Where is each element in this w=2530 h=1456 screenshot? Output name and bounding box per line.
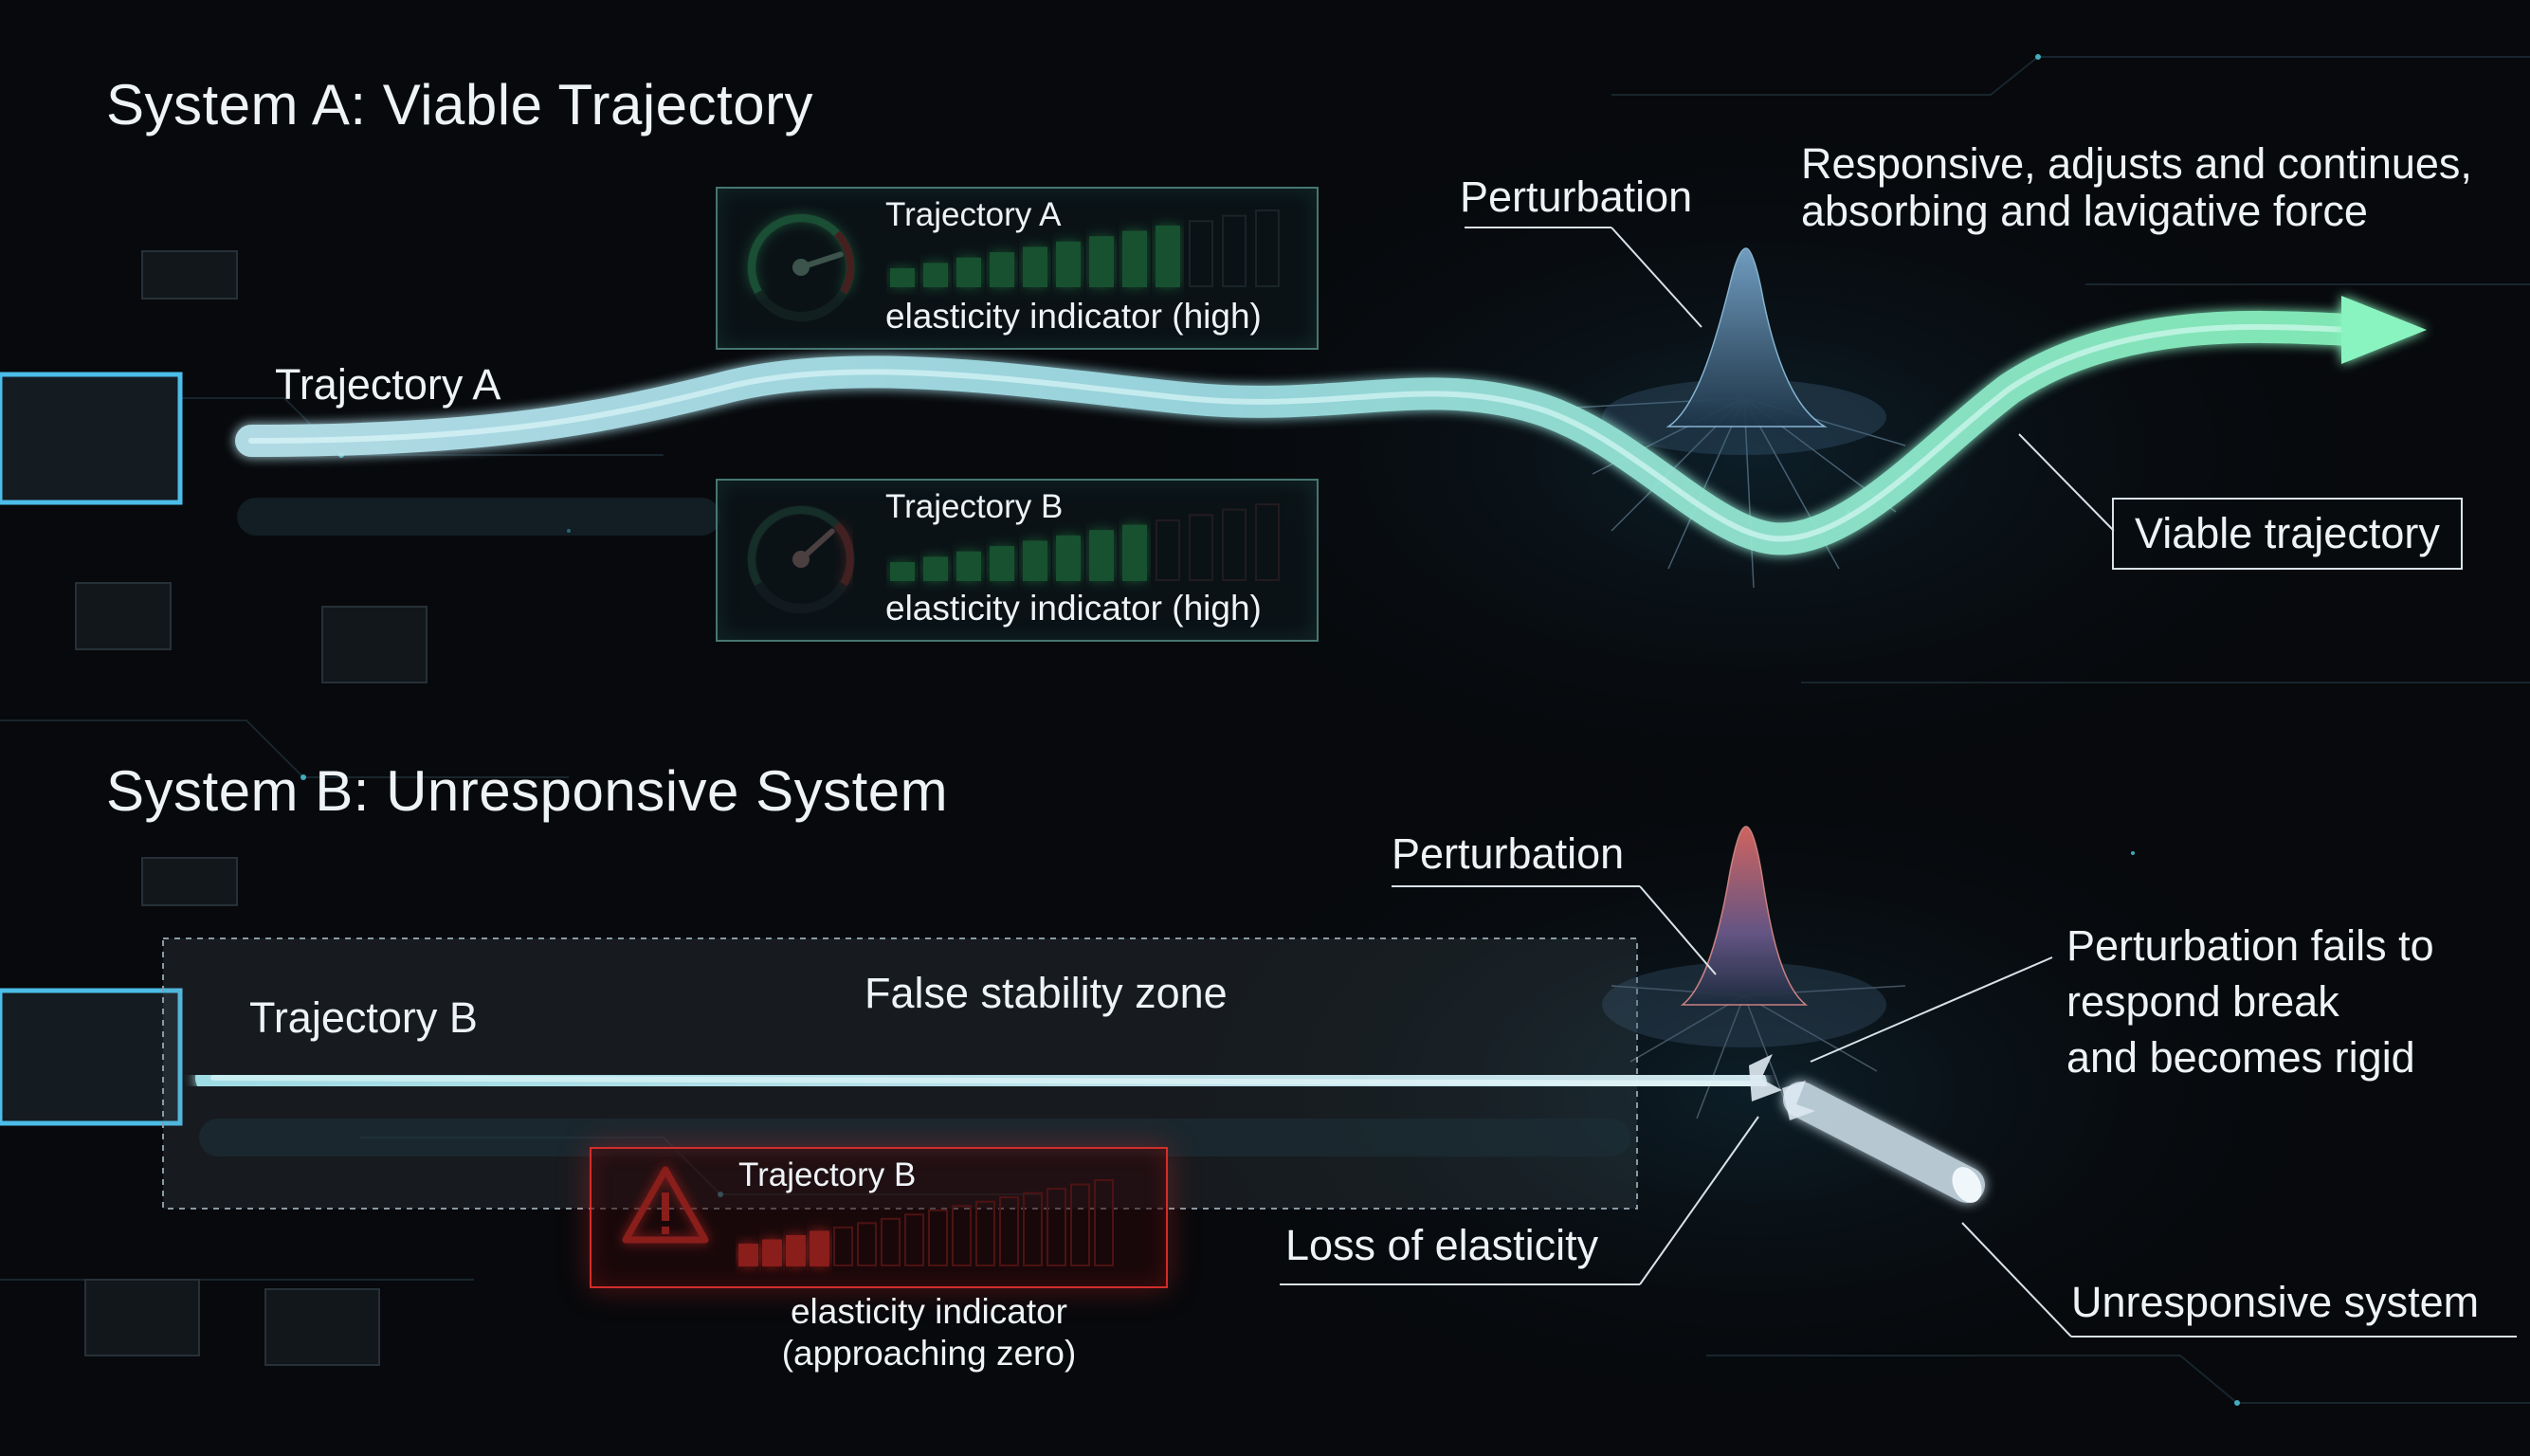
panel-a-subtitle: elasticity indicator (high) (885, 297, 1262, 336)
elasticity-panel-alert: Trajectory B (590, 1147, 1168, 1288)
fail-note-line3: and becomes rigid (2066, 1033, 2415, 1082)
response-note-line2: absorbing and lavigative force (1801, 187, 2368, 235)
response-note-line1: Responsive, adjusts and continues, (1801, 139, 2472, 188)
unresponsive-system-label: Unresponsive system (2071, 1278, 2480, 1326)
system-a-title: System A: Viable Trajectory (106, 73, 814, 136)
trajectory-a-arrowhead (2341, 296, 2427, 364)
alert-panel-subtitle: elasticity indicator (approaching zero) (588, 1291, 1270, 1374)
viable-trajectory-label: Viable trajectory (2112, 498, 2463, 570)
fail-note: Perturbation fails to respond break and … (2066, 918, 2434, 1085)
response-note: Responsive, adjusts and continues, absor… (1801, 140, 2472, 235)
perturbation-a-label: Perturbation (1460, 173, 1693, 221)
system-b-title: System B: Unresponsive System (106, 759, 949, 823)
perturbation-b-label: Perturbation (1392, 829, 1625, 878)
panel-b-subtitle: elasticity indicator (high) (885, 589, 1262, 628)
alert-subtitle-line2: (approaching zero) (781, 1334, 1077, 1373)
loss-of-elasticity-label: Loss of elasticity (1285, 1221, 1599, 1269)
fail-note-line2: respond break (2066, 977, 2339, 1026)
panel-a-title: Trajectory A (885, 196, 1062, 233)
elasticity-panel-b: Trajectory B elasticity indicator (high) (716, 479, 1319, 642)
perturbation-spike-a (1573, 247, 1906, 589)
alert-subtitle-line1: elasticity indicator (790, 1292, 1067, 1331)
trajectory-a-label: Trajectory A (275, 360, 501, 409)
trajectory-b-label: Trajectory B (249, 993, 478, 1042)
false-stability-zone-label: False stability zone (865, 969, 1228, 1017)
fail-note-line1: Perturbation fails to (2066, 921, 2434, 970)
perturbation-spike-b (1602, 826, 1906, 1119)
alert-panel-title: Trajectory B (738, 1156, 917, 1193)
panel-b-title: Trajectory B (885, 488, 1064, 525)
trajectory-b-fracture (1749, 1054, 1985, 1203)
elasticity-panel-a: Trajectory A elasticity indicator (high) (716, 187, 1319, 350)
